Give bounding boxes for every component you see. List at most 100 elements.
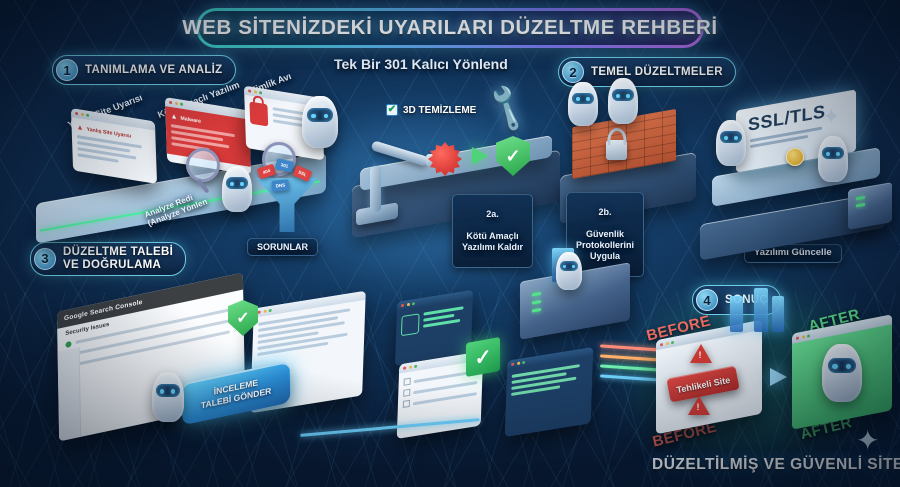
robot-eye-right [586,96,590,101]
danger-warning-icon-top [690,344,712,363]
section-label-2: TEMEL DÜZELTMELER [591,65,723,78]
minimize-icon[interactable] [263,309,267,314]
cleanup-arrow-icon [472,147,488,165]
title-banner: WEB SİTENİZDEKİ UYARILARI DÜZELTME REHBE… [182,8,717,48]
submit-button-label: İNCELEME TALEBİ GÖNDER [200,377,272,411]
robot-eye-left [723,135,728,140]
close-icon[interactable] [796,335,799,340]
window-malware-text: Malware [180,115,202,125]
warning-triangle-icon: ▲ [76,124,84,133]
sparkle-icon-result: ✦ [856,425,880,456]
led-indicator [856,195,865,200]
subtitle-redirect: Tek Bir 301 Kalıcı Yönlend [334,56,508,72]
close-icon[interactable] [75,111,79,116]
minimize-icon[interactable] [665,341,669,345]
issue-chip-dns: DNS [271,179,290,192]
robot-certificate-right [818,136,848,182]
robot-certificate-left [716,120,746,166]
robot-builder-left [568,82,598,126]
minimize-icon[interactable] [406,302,410,307]
substep-2a-label: Kötü Amaçlı Yazılımı Kaldır [462,230,524,252]
close-icon[interactable] [257,310,261,315]
magnifier-icon-left [186,148,220,182]
minimize-icon[interactable] [80,112,84,117]
skyline-tower-3 [730,296,743,332]
maximize-icon[interactable] [86,113,90,118]
funnel-label: SORUNLAR [247,238,318,257]
cleaning-checkbox-label[interactable]: ✔ 3D TEMİZLEME [386,104,476,116]
robot-eye-right [626,93,630,98]
footer-result-label: DÜZELTİLMİŞ VE GÜVENLİ SİTE [652,456,900,473]
substep-2a-number: 2a. [486,208,499,219]
robot-submitter [152,372,184,422]
robot-eye-right [171,389,176,394]
maximize-icon[interactable] [259,91,263,95]
warning-triangle-icon: ▲ [170,112,178,122]
checkbox-icon[interactable] [403,377,411,386]
maximize-icon[interactable] [671,340,674,344]
certificate-medal-icon [786,148,804,166]
close-icon[interactable] [400,303,405,308]
maximize-icon[interactable] [268,308,272,313]
minimize-icon[interactable] [408,365,412,369]
led-indicator [532,291,541,297]
led-indicator [856,202,865,207]
section-label-1: TANIMLAMA VE ANALİZ [85,63,223,76]
minimize-icon[interactable] [174,101,178,106]
danger-site-label: Tehlikeli Site [675,374,732,396]
server-rack-right [848,182,892,230]
section-number-2: 2 [562,61,584,83]
minimize-icon[interactable] [516,361,520,366]
skyline-tower-1 [754,288,768,332]
section-pill-1[interactable]: 1 TANIMLAMA VE ANALİZ [52,55,236,85]
robot-eye-left [575,96,580,101]
checkbox-icon[interactable] [402,399,411,408]
console-sidebar [57,347,82,442]
checkbox-icon[interactable] [403,388,411,397]
maximize-icon[interactable] [414,364,418,369]
section-number-1: 1 [56,59,78,81]
robot-analyst [302,96,338,148]
checkbox-icon[interactable]: ✔ [386,104,398,116]
robot-thumbs-up [822,344,862,402]
close-icon[interactable] [403,366,407,370]
led-indicator [532,299,541,305]
user-profile-icon [400,313,420,337]
section-label-3: DÜZELTME TALEBİ VE DOĞRULAMA [63,246,174,271]
section-pill-3[interactable]: 3 DÜZELTME TALEBİ VE DOĞRULAMA [30,242,187,276]
maximize-icon[interactable] [411,302,416,306]
minimize-icon[interactable] [253,90,257,94]
danger-warning-icon-bottom [688,396,710,415]
sparkle-icon: ✦ [822,104,841,129]
maximize-icon[interactable] [180,102,184,107]
cleaning-label: 3D TEMİZLEME [403,104,477,116]
close-icon[interactable] [660,342,663,347]
maximize-icon[interactable] [807,333,810,338]
close-icon[interactable] [169,100,173,105]
section-number-4: 4 [696,289,718,311]
data-panel-report[interactable] [504,346,594,438]
substep-2b-label: Güvenlik Protokollerini Uygula [576,228,635,261]
maximize-icon[interactable] [522,360,526,365]
approved-check-icon: ✓ [466,337,500,377]
window-wrong-site-warning[interactable]: ▲ Yanlış Site Uyarısı [70,108,158,184]
robot-eye-left [615,93,620,98]
robot-inspector [222,166,252,212]
close-icon[interactable] [248,89,252,93]
led-indicator [532,307,541,313]
robot-eye-left [229,181,234,186]
page-title: WEB SİTENİZDEKİ UYARILARI DÜZELTME REHBE… [182,16,718,39]
robot-eye-left [832,363,838,369]
close-icon[interactable] [511,362,515,367]
substep-2b-number: 2b. [598,206,612,217]
robot-arm-column [370,166,381,212]
robot-eye-right [836,151,840,156]
firewall-padlock-icon [606,140,627,160]
transition-arrow-icon [770,368,787,386]
wrench-icon: 🔧 [480,82,535,134]
robot-eye-left [825,151,830,156]
substep-2a: 2a. Kötü Amaçlı Yazılımı Kaldır [452,194,534,268]
minimize-icon[interactable] [801,334,805,339]
robot-eye-right [734,135,738,140]
